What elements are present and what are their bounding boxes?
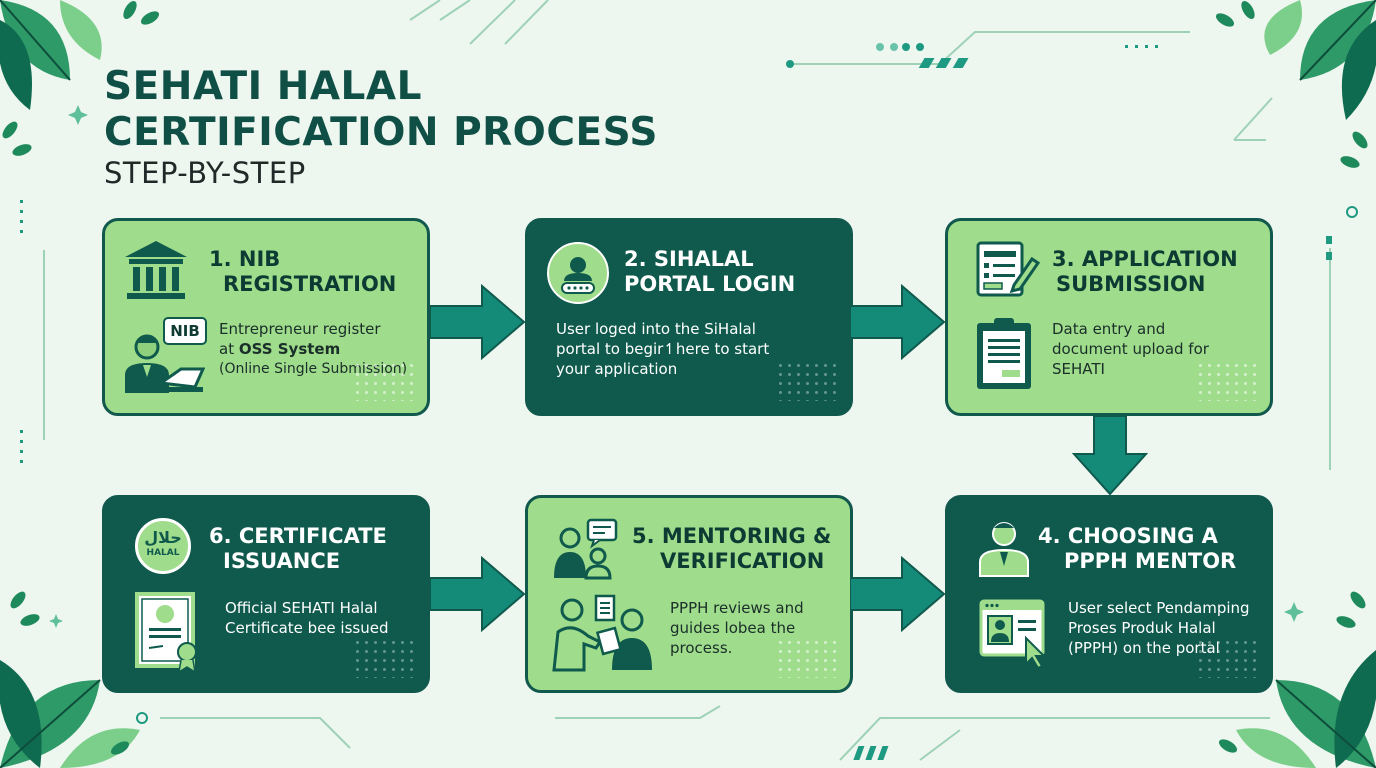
step-4-title-line-2: PPPH MENTOR [1064,549,1237,573]
step-3-description: Data entry and document upload for SEHAT… [1052,319,1257,379]
dot-pattern [353,638,413,678]
step-6-title: 6. CERTIFICATE ISSUANCE [209,524,424,574]
step-card-2: 2. SIHALAL PORTAL LOGIN User loged into … [525,218,853,416]
profile-select-icon [979,599,1047,670]
mentoring-chat-icon [554,518,618,580]
page-title-line-1: SEHATI HALAL [104,64,422,109]
step-5-title: 5. MENTORING & VERIFICATION [632,524,852,574]
leaves-bottom-right [1218,591,1376,768]
page-title: SEHATI HALAL CERTIFICATION PROCESS [104,64,658,156]
step-2-desc-line-1: User loged into the SiHalal [556,320,756,338]
mentor-person-icon [979,522,1029,577]
halal-arabic-label: حلال [144,528,182,547]
leaves-top-right [1215,0,1376,168]
step-2-desc-line-2: portal to begir↿here to start [556,340,770,358]
step-5-title-line-2: VERIFICATION [660,549,825,573]
step-6-title-line-2: ISSUANCE [223,549,341,573]
step-1-title-line-1: 1. NIB [209,247,281,271]
certificate-icon [135,592,197,674]
person-at-laptop-icon [125,334,205,393]
step-3-desc-line-2: document upload for [1052,340,1209,358]
step-4-title: 4. CHOOSING A PPPH MENTOR [1038,524,1268,574]
step-3-title-line-1: 3. APPLICATION [1052,247,1238,271]
dot-pattern [776,638,836,678]
arrow-step-5-to-4 [850,556,946,632]
step-2-desc-line-3: your application [556,360,678,378]
step-5-desc-line-2: guides lobea the [670,619,796,637]
oss-system-label: OSS System [238,340,341,358]
arrow-step-6-to-5 [430,556,526,632]
step-card-4: 4. CHOOSING A PPPH MENTOR User select Pe… [945,495,1273,693]
step-1-title-line-2: REGISTRATION [223,272,397,296]
dot-pattern [353,361,413,401]
step-3-title: 3. APPLICATION SUBMISSION [1052,247,1272,297]
step-5-description: PPPH reviews and guides lobea the proces… [670,598,875,658]
page-subtitle: STEP-BY-STEP [104,156,306,190]
arrow-step-1-to-2 [430,284,526,360]
step-1-desc-line-2: at OSS System [219,339,424,359]
step-card-5: 5. MENTORING & VERIFICATION PPPH reviews… [525,495,853,693]
step-card-6: حلال HALAL 6. CERTIFICATE ISSUANCE Offic… [102,495,430,693]
leaves-bottom-left [0,591,140,768]
bank-building-icon [125,241,187,299]
step-6-description: Official SEHATI Halal Certificate bee is… [225,598,430,638]
arrow-step-3-to-4 [1072,416,1148,496]
dot-pattern [1196,638,1256,678]
step-4-desc-line-1: User select Pendamping [1068,599,1250,617]
step-6-title-line-1: 6. CERTIFICATE [209,524,387,548]
step-4-desc-line-3: (PPPH) on the portal [1068,639,1220,657]
leaves-top-left [0,0,160,156]
step-1-title: 1. NIB REGISTRATION [209,247,424,297]
page-title-line-2: CERTIFICATION PROCESS [104,110,659,155]
step-5-title-line-1: 5. MENTORING & [632,524,832,548]
step-3-desc-line-1: Data entry and [1052,320,1166,338]
clipboard-icon [977,318,1031,389]
step-3-title-line-2: SUBMISSION [1056,272,1206,296]
halal-seal-icon: حلال HALAL [135,518,191,574]
form-edit-icon [976,241,1040,297]
document-review-icon [552,594,652,672]
nib-badge: NIB [163,317,207,345]
step-1-desc-line-1: Entrepreneur register [219,320,381,338]
user-login-icon [547,242,609,304]
step-2-title: 2. SIHALAL PORTAL LOGIN [624,247,839,297]
step-2-description: User loged into the SiHalal portal to be… [556,319,836,379]
step-4-description: User select Pendamping Proses Produk Hal… [1068,598,1273,658]
halal-latin-label: HALAL [146,548,180,558]
step-1-desc-line-2-prefix: at [219,340,239,358]
step-5-desc-line-3: process. [670,639,733,657]
step-5-desc-line-1: PPPH reviews and [670,599,804,617]
step-6-desc-line-1: Official SEHATI Halal [225,599,378,617]
step-2-title-line-2: PORTAL LOGIN [624,272,796,296]
step-3-desc-line-3: SEHATI [1052,360,1105,378]
step-4-desc-line-2: Proses Produk Halal [1068,619,1216,637]
circuit-lines [43,0,1331,761]
step-6-desc-line-2: Certificate bee issued [225,619,389,637]
dot-pattern [1196,361,1256,401]
dot-pattern [776,361,836,401]
step-card-1: 1. NIB REGISTRATION NIB Entrepreneur reg… [102,218,430,416]
arrow-step-2-to-3 [850,284,946,360]
step-2-title-line-1: 2. SIHALAL [624,247,754,271]
step-4-title-line-1: 4. CHOOSING A [1038,524,1218,548]
step-card-3: 3. APPLICATION SUBMISSION Data entry and… [945,218,1273,416]
